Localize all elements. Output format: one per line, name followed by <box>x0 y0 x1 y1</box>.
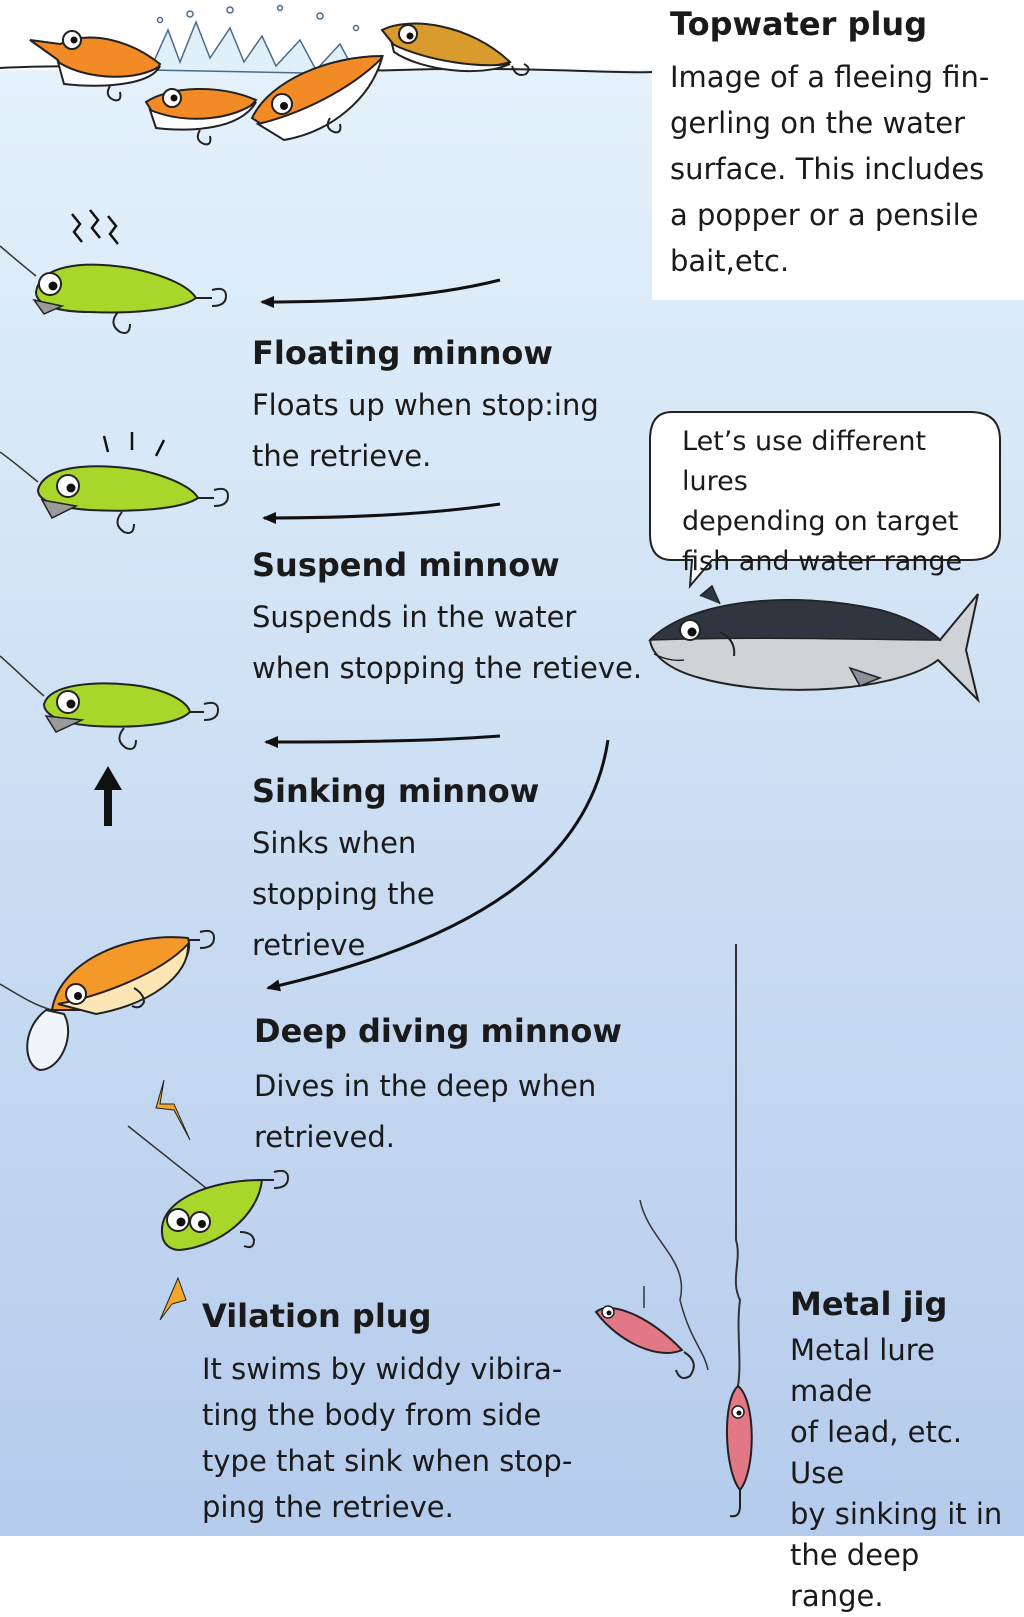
topwater-lure-2 <box>144 87 258 146</box>
deep-diving-arrow <box>266 739 610 992</box>
floating-minnow-description: Floats up when stop:ing the retrieve. <box>252 388 599 473</box>
illustration <box>0 4 1001 1518</box>
topwater-plug-title: Topwater plug <box>670 5 928 43</box>
sinking-minnow-title: Sinking minnow <box>252 772 540 810</box>
floating-arrow <box>260 278 501 308</box>
hover-lines-icon <box>102 432 166 457</box>
lightning-icon <box>155 1079 191 1141</box>
metal-jig-title: Metal jig <box>790 1285 948 1323</box>
topwater-plug-description: Image of a fleeing fin- gerling on the w… <box>670 60 990 278</box>
deep-diving-minnow-title: Deep diving minnow <box>254 1012 622 1050</box>
topwater-lure-3 <box>250 54 385 142</box>
splash-icon <box>148 4 360 75</box>
metal-jig-2 <box>725 1384 753 1518</box>
metal-jig-lures <box>594 944 753 1518</box>
lightning-icon-2 <box>159 1276 187 1321</box>
sinking-up-arrow-icon <box>94 766 122 826</box>
target-fish-icon <box>648 584 980 704</box>
metal-jig-description: Metal lure made of lead, etc. Use by sin… <box>790 1333 1003 1613</box>
sinking-arrow <box>264 734 501 748</box>
vibration-plug-description: It swims by widdy vibira- ting the body … <box>202 1352 573 1524</box>
sinking-minnow-lure <box>0 655 220 750</box>
topwater-plug-lures <box>29 4 530 146</box>
speech-bubble-text: Let’s use different lures depending on t… <box>682 426 963 577</box>
topwater-label-box <box>652 0 1024 300</box>
floating-minnow-title: Floating minnow <box>252 334 553 372</box>
speech-bubble <box>649 411 1001 590</box>
topwater-lure-4 <box>380 22 530 76</box>
floating-minnow-lure <box>0 209 228 334</box>
topwater-lure-1 <box>29 30 162 102</box>
metal-jig-1 <box>594 1305 695 1379</box>
sinking-minnow-description: Sinks when stopping the retrieve <box>252 826 435 962</box>
vibration-plug-title: Vilation plug <box>202 1297 432 1335</box>
deep-diving-minnow-lure <box>0 929 216 1072</box>
deep-diving-minnow-description: Dives in the deep when retrieved. <box>254 1069 597 1154</box>
suspend-minnow-description: Suspends in the water when stopping the … <box>252 600 643 685</box>
vibration-plug-lure <box>127 1079 290 1321</box>
suspend-minnow-lure <box>0 432 230 534</box>
suspend-minnow-title: Suspend minnow <box>252 546 560 584</box>
suspend-arrow <box>262 502 501 524</box>
motion-lines-icon <box>71 209 119 245</box>
